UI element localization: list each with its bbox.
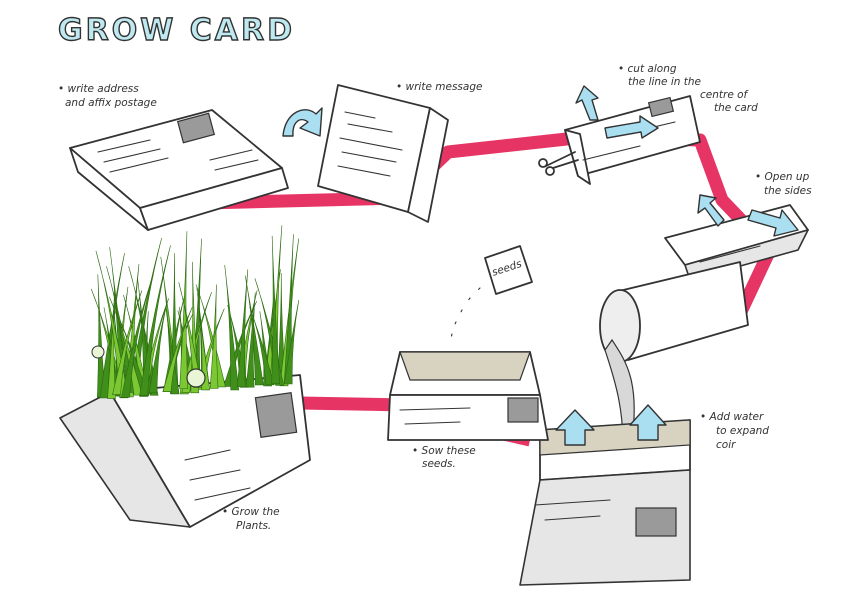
step-label-write-address: • write address and affix postage <box>58 83 157 109</box>
grass-blade <box>191 238 202 389</box>
grass-blade <box>245 292 256 388</box>
grass-blade <box>148 301 168 394</box>
grass-blade <box>249 307 275 386</box>
turn-over-arrow-icon <box>282 107 323 137</box>
grass-blade <box>178 282 203 388</box>
grass-blade <box>162 307 193 392</box>
seed-packet-icon: seeds <box>484 245 533 295</box>
grass-blade <box>121 274 154 398</box>
grass-blade <box>271 235 280 384</box>
step-add-water-illustration <box>519 261 749 586</box>
step-cut-illustration <box>538 85 701 185</box>
step-write-address-illustration <box>69 109 289 231</box>
step-label-grow: • Grow the Plants. <box>222 506 283 532</box>
grass-blade <box>224 265 240 391</box>
grass-blade <box>244 275 264 386</box>
grass-blade <box>107 287 116 399</box>
scissors-icon <box>538 151 579 176</box>
grass-icon <box>90 225 300 399</box>
step-sow-seeds-illustration: seeds <box>387 245 549 441</box>
stamp-icon <box>176 112 216 144</box>
step-label-open-sides: • Open up the sides <box>755 171 813 197</box>
grass-blade <box>283 299 300 385</box>
flower-icon <box>91 345 206 388</box>
step-grow-illustration <box>59 225 311 528</box>
grass-blade <box>236 269 249 388</box>
step-label-sow-seeds: • Sow these seeds. <box>412 445 479 470</box>
step-label-write-message: • write message <box>396 81 482 93</box>
grass-blade <box>195 284 226 388</box>
step-write-message-illustration <box>317 84 449 223</box>
step-label-cut: • cut along the line in the centre of th… <box>618 63 758 114</box>
grass-blade <box>112 290 143 395</box>
page-title: GROW CARD <box>58 13 295 48</box>
grass-blade <box>139 245 171 396</box>
cut-arrow-icon <box>604 115 659 139</box>
step-label-add-water: • Add water to expand coir <box>700 411 772 451</box>
